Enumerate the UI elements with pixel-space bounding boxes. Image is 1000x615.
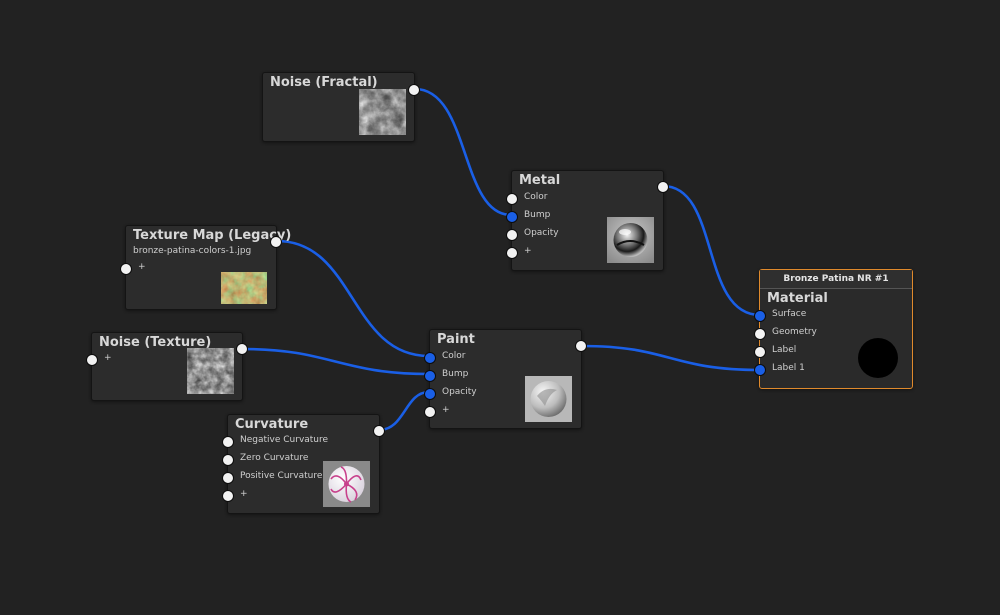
input-row-add[interactable]: + — [120, 261, 266, 277]
input-label: Bump — [442, 369, 469, 379]
input-label: Negative Curvature — [240, 435, 329, 445]
node-title: Curvature — [235, 417, 309, 432]
material-name-header: Bronze Patina NR #1 — [760, 270, 912, 289]
node-metal[interactable]: Metal Color Bump Opacity + — [506, 170, 669, 271]
input-port[interactable] — [120, 263, 132, 275]
input-label: Surface — [772, 309, 807, 319]
input-port[interactable] — [754, 328, 766, 340]
wire-noise-texture-to-paint-bump[interactable] — [241, 347, 431, 376]
input-port[interactable] — [754, 346, 766, 358]
add-input-label: + — [442, 405, 450, 415]
input-row-add[interactable]: + — [506, 245, 652, 261]
node-title: Paint — [437, 332, 475, 347]
noise-texture-thumbnail — [187, 348, 234, 394]
input-port[interactable] — [222, 472, 234, 484]
input-port[interactable] — [754, 364, 766, 376]
metal-sphere-thumbnail — [607, 217, 654, 263]
node-paint[interactable]: Paint Color Bump Opacity + — [424, 329, 587, 429]
wire-texture-map-to-paint-color[interactable] — [275, 239, 431, 358]
wire-paint-to-material-label1[interactable] — [580, 344, 762, 372]
input-row-bump[interactable]: Bump — [424, 368, 570, 384]
input-port[interactable] — [424, 352, 436, 364]
node-noise-fractal[interactable]: Noise (Fractal) — [262, 72, 420, 142]
input-port[interactable] — [506, 229, 518, 241]
input-row-color[interactable]: Color — [506, 191, 652, 207]
input-row-geometry[interactable]: Geometry — [754, 326, 900, 342]
input-row-add[interactable]: + — [424, 404, 570, 420]
input-row-bump[interactable]: Bump — [506, 209, 652, 225]
wire-noise-fractal-to-metal-bump[interactable] — [413, 87, 513, 217]
input-port[interactable] — [506, 211, 518, 223]
input-row-label-1[interactable]: Label 1 — [754, 362, 900, 378]
input-row-opacity[interactable]: Opacity — [424, 386, 570, 402]
input-row-positive-curvature[interactable]: Positive Curvature — [222, 470, 368, 486]
input-port[interactable] — [424, 406, 436, 418]
curvature-sphere-thumbnail — [323, 461, 370, 507]
input-label: Zero Curvature — [240, 453, 309, 463]
input-row-negative-curvature[interactable]: Negative Curvature — [222, 434, 368, 450]
node-title: Material — [767, 291, 828, 306]
input-port[interactable] — [506, 193, 518, 205]
add-input-label: + — [240, 489, 248, 499]
input-port[interactable] — [424, 388, 436, 400]
input-row-label[interactable]: Label — [754, 344, 900, 360]
output-port[interactable] — [270, 236, 282, 248]
input-port[interactable] — [424, 370, 436, 382]
node-noise-texture[interactable]: Noise (Texture) + — [86, 332, 248, 401]
input-label: Color — [442, 351, 466, 361]
node-title: Noise (Texture) — [99, 335, 212, 350]
input-label: Geometry — [772, 327, 817, 337]
input-row-add[interactable]: + — [86, 352, 232, 368]
input-row-add[interactable]: + — [222, 488, 368, 504]
input-row-surface[interactable]: Surface — [754, 308, 900, 324]
texture-filename: bronze-patina-colors-1.jpg — [133, 246, 252, 256]
node-curvature[interactable]: Curvature Negative Curvature Zero Curvat… — [222, 414, 385, 514]
fractal-noise-thumbnail — [359, 89, 406, 135]
input-label: Label 1 — [772, 363, 805, 373]
input-port[interactable] — [222, 436, 234, 448]
input-label: Opacity — [442, 387, 477, 397]
input-port[interactable] — [222, 454, 234, 466]
input-row-opacity[interactable]: Opacity — [506, 227, 652, 243]
node-title: Texture Map (Legacy) — [133, 228, 292, 243]
material-preview-sphere — [858, 338, 898, 378]
node-title: Noise (Fractal) — [270, 75, 378, 90]
paint-sphere-thumbnail — [525, 376, 572, 422]
output-port[interactable] — [408, 84, 420, 96]
add-input-label: + — [104, 353, 112, 363]
input-label: Color — [524, 192, 548, 202]
add-input-label: + — [524, 246, 532, 256]
node-texture-map-legacy[interactable]: Texture Map (Legacy) bronze-patina-color… — [120, 225, 291, 310]
output-port[interactable] — [657, 181, 669, 193]
wire-metal-to-material-surface[interactable] — [661, 184, 762, 317]
output-port[interactable] — [236, 343, 248, 355]
input-label: Bump — [524, 210, 551, 220]
input-port[interactable] — [754, 310, 766, 322]
output-port[interactable] — [373, 425, 385, 437]
input-row-color[interactable]: Color — [424, 350, 570, 366]
output-port[interactable] — [575, 340, 587, 352]
input-label: Positive Curvature — [240, 471, 323, 481]
bronze-patina-thumbnail — [221, 272, 267, 304]
input-port[interactable] — [222, 490, 234, 502]
node-material-output[interactable]: Bronze Patina NR #1 Material Surface Geo… — [754, 269, 913, 389]
add-input-label: + — [138, 262, 146, 272]
wire-curvature-to-paint-opacity[interactable] — [377, 390, 431, 432]
node-title: Metal — [519, 173, 561, 188]
input-label: Opacity — [524, 228, 559, 238]
input-row-zero-curvature[interactable]: Zero Curvature — [222, 452, 368, 468]
input-label: Label — [772, 345, 797, 355]
input-port[interactable] — [506, 247, 518, 259]
input-port[interactable] — [86, 354, 98, 366]
